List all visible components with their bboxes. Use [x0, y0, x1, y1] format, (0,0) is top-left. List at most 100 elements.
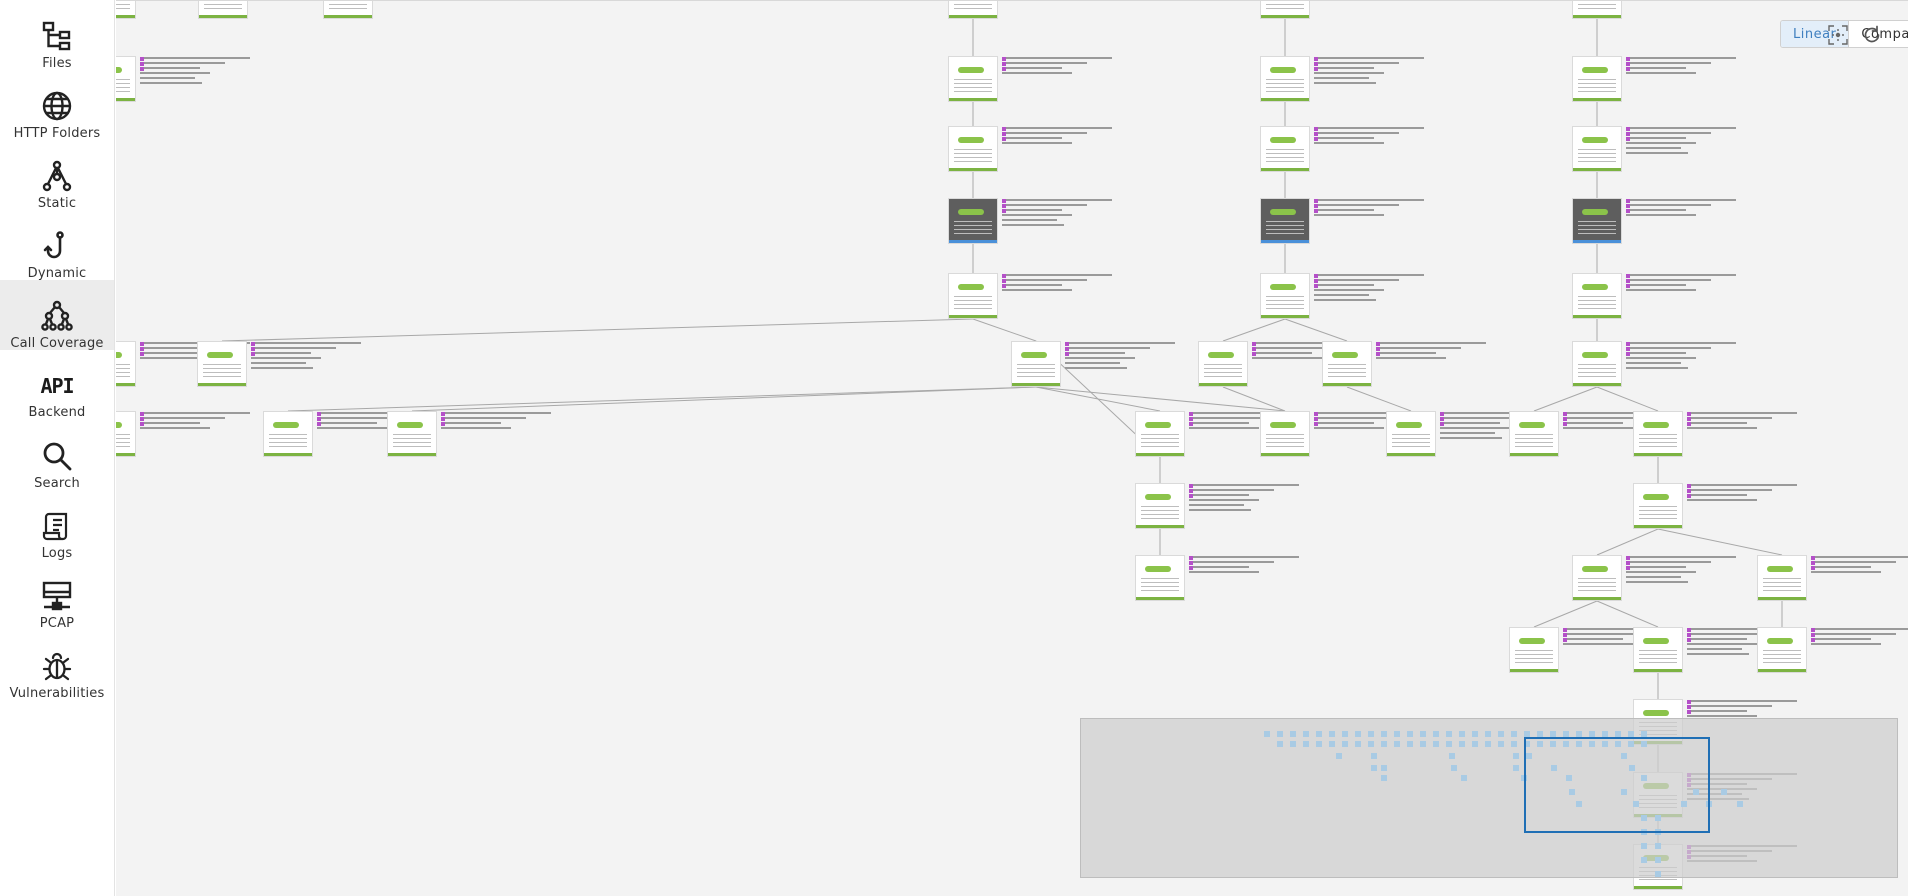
graph-edge — [1533, 386, 1598, 412]
node-detail-line — [1626, 581, 1688, 583]
fit-view-icon[interactable] — [1826, 23, 1850, 47]
node-detail-line — [140, 412, 250, 414]
node-detail-line — [1626, 57, 1736, 59]
sidebar-item-label: HTTP Folders — [13, 126, 101, 141]
minimap-node — [1628, 741, 1634, 747]
node-details — [1811, 628, 1908, 648]
sidebar-item-vulnerabilities[interactable]: Vulnerabilities — [0, 630, 114, 701]
node-detail-line — [1626, 566, 1686, 568]
call-coverage-graph[interactable]: Linear Compact — [116, 0, 1908, 896]
thumbnail-status-bar — [116, 453, 135, 456]
node-details — [1687, 700, 1827, 720]
network-icon — [40, 580, 74, 612]
node-detail-line — [1687, 710, 1747, 712]
graph-minimap[interactable] — [1080, 718, 1898, 878]
minimap-node — [1461, 775, 1467, 781]
sidebar-item-http-folders[interactable]: HTTP Folders — [0, 70, 114, 141]
node-detail-line — [1065, 347, 1150, 349]
minimap-node — [1569, 789, 1575, 795]
node-detail-line — [317, 422, 377, 424]
node-detail-line — [1189, 484, 1299, 486]
sidebar-item-search[interactable]: Search — [0, 420, 114, 491]
node-detail-line — [1687, 653, 1749, 655]
sidebar-item-dynamic[interactable]: Dynamic — [0, 210, 114, 281]
node-detail-line — [1687, 489, 1772, 491]
node-details — [1314, 57, 1454, 87]
screen-thumbnail — [1633, 627, 1683, 673]
node-detail-line — [140, 77, 195, 79]
node-detail-line — [1252, 352, 1312, 354]
thumbnail-status-bar — [1261, 168, 1309, 171]
thumbnail-status-bar — [1199, 383, 1247, 386]
minimap-node — [1629, 765, 1635, 771]
node-detail-line — [1189, 571, 1259, 573]
minimap-node — [1446, 731, 1452, 737]
node-detail-line — [1002, 274, 1112, 276]
minimap-node — [1485, 731, 1491, 737]
node-details — [1002, 274, 1142, 294]
sidebar-item-logs[interactable]: Logs — [0, 490, 114, 561]
screen-thumbnail — [1633, 483, 1683, 529]
screen-thumbnail — [1260, 273, 1310, 319]
thumbnail-status-bar — [1573, 315, 1621, 318]
minimap-node — [1472, 741, 1478, 747]
screen-thumbnail — [1135, 411, 1185, 457]
node-detail-line — [1626, 67, 1686, 69]
node-details — [317, 412, 457, 432]
sidebar-item-label: Logs — [41, 546, 73, 561]
minimap-viewport[interactable] — [1524, 737, 1710, 833]
node-detail-line — [1002, 127, 1112, 129]
screen-thumbnail — [1757, 555, 1807, 601]
graph-edge — [1596, 386, 1659, 412]
minimap-node — [1342, 741, 1348, 747]
node-detail-line — [251, 352, 311, 354]
node-details — [1563, 412, 1703, 432]
node-detail-line — [1563, 417, 1648, 419]
minimap-node — [1563, 731, 1569, 737]
node-detail-line — [1811, 561, 1896, 563]
screen-thumbnail — [1135, 555, 1185, 601]
thumbnail-status-bar — [1573, 98, 1621, 101]
sidebar-item-files[interactable]: Files — [0, 0, 114, 71]
screen-thumbnail — [1572, 555, 1622, 601]
node-detail-line — [1252, 347, 1337, 349]
node-detail-line — [1626, 342, 1736, 344]
sidebar-item-label: Dynamic — [27, 266, 87, 281]
minimap-node — [1451, 765, 1457, 771]
thumbnail-status-bar — [1261, 315, 1309, 318]
sidebar-item-call-coverage[interactable]: Call Coverage — [0, 280, 114, 351]
sidebar-item-pcap[interactable]: PCAP — [0, 560, 114, 631]
minimap-node — [1371, 765, 1377, 771]
minimap-node — [1371, 753, 1377, 759]
sidebar-item-static[interactable]: Static — [0, 140, 114, 211]
node-detail-line — [1314, 422, 1374, 424]
node-details — [1002, 1, 1142, 4]
screen-thumbnail — [1260, 1, 1310, 19]
node-detail-line — [1626, 284, 1686, 286]
node-detail-line — [1314, 209, 1374, 211]
node-details — [1626, 274, 1766, 294]
refresh-icon[interactable] — [1860, 23, 1884, 47]
node-details — [1002, 199, 1142, 229]
minimap-node — [1355, 741, 1361, 747]
node-detail-line — [1314, 77, 1369, 79]
node-detail-line — [1189, 489, 1274, 491]
minimap-node — [1316, 731, 1322, 737]
node-detail-line — [1376, 347, 1461, 349]
node-detail-line — [441, 422, 501, 424]
node-detail-line — [1626, 289, 1696, 291]
node-detail-line — [1687, 422, 1747, 424]
minimap-node — [1264, 731, 1270, 737]
node-detail-line — [1440, 427, 1510, 429]
minimap-node — [1394, 731, 1400, 737]
node-detail-line — [1811, 571, 1881, 573]
node-detail-line — [1189, 566, 1249, 568]
node-details — [441, 412, 581, 432]
minimap-node — [1641, 775, 1647, 781]
minimap-node — [1641, 731, 1647, 737]
node-detail-line — [140, 72, 210, 74]
globe-icon — [40, 90, 74, 122]
search-icon — [40, 440, 74, 472]
node-detail-line — [1189, 412, 1299, 414]
